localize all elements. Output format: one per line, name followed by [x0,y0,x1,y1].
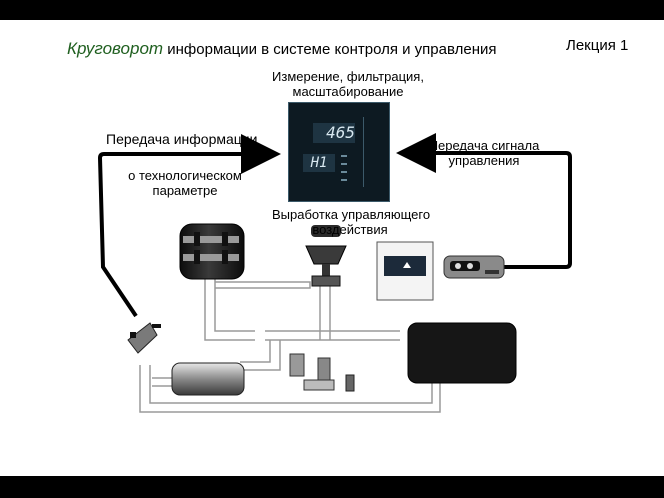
controller-side-panel [363,117,384,187]
actuator-module [443,255,505,279]
signal-arrow [396,133,572,269]
control-valve [305,225,347,287]
param-line-1: о технологическом [128,168,242,183]
slide: Круговорот информации в системе контроля… [0,20,664,476]
control-label: Выработка управляющего воздействия [272,207,431,237]
signal-line-2: управления [448,153,520,168]
title-italic: Круговорот [67,39,164,58]
control-line-2: воздействия [312,222,388,237]
piping [139,275,441,413]
control-line-1: Выработка управляющего [272,207,431,222]
lecture-label: Лекция 1 [566,37,629,54]
transmitter-box [376,241,434,301]
slide-title: Круговорот информации в системе контроля… [67,39,497,59]
process-diagram [97,133,572,413]
controller-top-display: 465 [313,123,355,143]
measure-line-1: Измерение, фильтрация, [272,69,424,84]
param-label: о технологическом параметре [118,168,252,198]
title-rest: информации в системе контроля и управлен… [167,41,497,58]
info-arrow [97,134,281,318]
heat-exchanger [171,362,245,396]
top-tank [179,223,245,280]
temperature-sensor [127,322,161,354]
measure-label: Измерение, фильтрация, масштабирование [268,69,428,99]
large-tank [407,322,517,384]
controller-device: 465 H1 [288,102,390,202]
controller-bottom-display: H1 [303,154,335,172]
signal-line-1: Передача сигнала [428,138,540,153]
param-line-2: параметре [152,183,218,198]
pressure-valve [289,353,355,392]
info-transfer-label: Передача информации [106,131,258,147]
measure-line-2: масштабирование [292,84,404,99]
signal-label: Передача сигнала управления [419,138,549,168]
controller-indicators [341,155,347,185]
